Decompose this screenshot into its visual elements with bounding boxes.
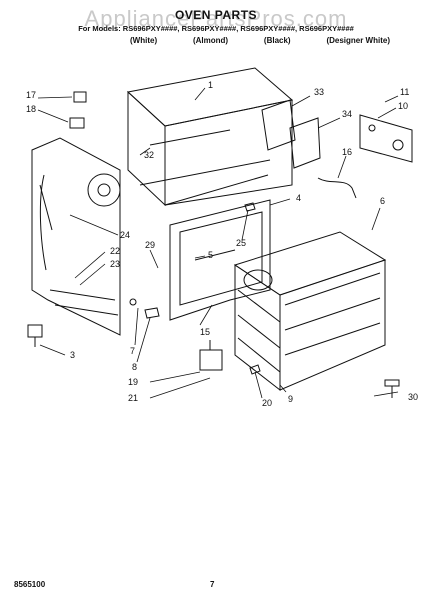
callout-20: 20 xyxy=(262,398,272,408)
callout-23: 23 xyxy=(110,259,120,269)
color-designer-white: (Designer White) xyxy=(326,36,390,45)
block-part-18 xyxy=(69,117,85,129)
page-number: 7 xyxy=(210,580,215,589)
callout-33: 33 xyxy=(314,87,324,97)
page-title: OVEN PARTS xyxy=(174,8,258,22)
callout-34: 34 xyxy=(342,109,352,119)
screw-part-7 xyxy=(129,298,137,306)
leg-part-30 xyxy=(384,379,400,398)
callout-4: 4 xyxy=(296,193,301,203)
callout-6: 6 xyxy=(380,196,385,206)
plate-parts xyxy=(261,99,321,169)
screw-part-20 xyxy=(249,364,261,375)
callout-29: 29 xyxy=(145,240,155,250)
color-white: (White) xyxy=(130,36,158,45)
model-list: For Models: RS696PXY####, RS696PXY####, … xyxy=(78,24,354,33)
color-almond: (Almond) xyxy=(192,36,229,45)
oven-liner-part xyxy=(233,231,387,392)
callout-21: 21 xyxy=(128,393,138,403)
color-black: (Black) xyxy=(263,36,291,45)
callout-15: 15 xyxy=(200,327,210,337)
callout-17: 17 xyxy=(26,90,36,100)
screw-part-25 xyxy=(244,202,256,212)
callout-10: 10 xyxy=(398,101,408,111)
block-part-17 xyxy=(73,91,87,103)
oven-chassis-part xyxy=(126,67,294,207)
callout-1: 1 xyxy=(208,80,213,90)
callout-7: 7 xyxy=(130,346,135,356)
callout-11: 11 xyxy=(400,87,409,97)
callout-19: 19 xyxy=(128,377,138,387)
hose-part xyxy=(317,177,357,199)
callout-30: 30 xyxy=(408,392,418,402)
switch-part-19 xyxy=(199,340,223,371)
callout-9: 9 xyxy=(288,394,293,404)
callout-16: 16 xyxy=(342,147,352,157)
callout-24: 24 xyxy=(120,230,130,240)
clip-part-8 xyxy=(144,307,160,319)
callout-labels: 1 33 11 10 17 18 34 16 32 4 6 24 25 5 29… xyxy=(26,80,418,408)
leader-lines xyxy=(37,87,399,399)
callout-3: 3 xyxy=(70,350,75,360)
watermark: AppliancePartsPros.com xyxy=(84,6,348,31)
callout-25: 25 xyxy=(236,238,246,248)
color-variants: (White) (Almond) (Black) (Designer White… xyxy=(130,36,390,45)
callout-32: 32 xyxy=(144,150,154,160)
front-frame-part xyxy=(169,199,271,321)
bracket-part xyxy=(359,114,413,163)
callout-18: 18 xyxy=(26,104,36,114)
callout-5: 5 xyxy=(208,250,213,260)
callout-22: 22 xyxy=(110,246,120,256)
callout-8: 8 xyxy=(132,362,137,372)
footer-code: 8565100 xyxy=(14,580,46,589)
leg-part-3 xyxy=(27,324,43,347)
side-panel-part xyxy=(31,137,121,336)
